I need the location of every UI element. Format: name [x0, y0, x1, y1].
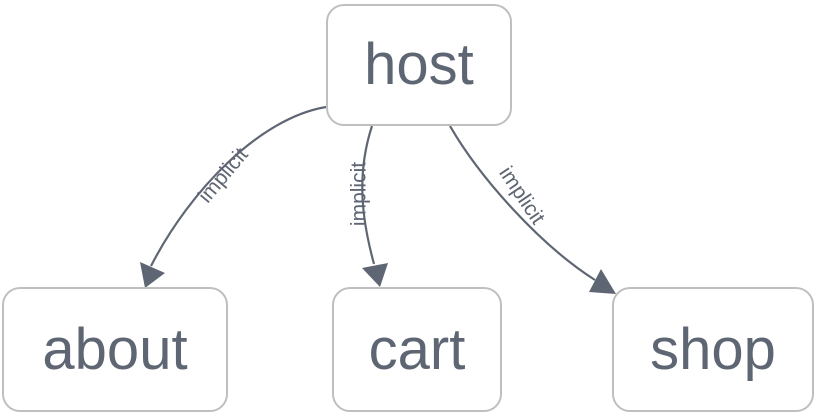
edge-host-shop-arrowhead — [589, 269, 616, 294]
edge-label-host-about: implicit — [194, 143, 253, 207]
node-about[interactable]: about — [2, 287, 228, 412]
edge-host-about[interactable] — [140, 105, 327, 288]
edge-host-cart[interactable] — [361, 125, 388, 287]
edge-host-cart-arrowhead — [362, 263, 388, 287]
node-host[interactable]: host — [326, 4, 512, 126]
edge-host-about-path — [150, 105, 327, 267]
edge-label-host-cart: implicit — [348, 162, 371, 226]
edge-host-about-arrowhead — [140, 262, 165, 288]
node-cart[interactable]: cart — [332, 287, 502, 412]
edge-host-shop[interactable] — [449, 125, 616, 294]
edge-labels-layer: implicit implicit implicit — [194, 143, 550, 228]
node-cart-label: cart — [368, 316, 466, 382]
node-shop-label: shop — [650, 316, 776, 382]
edge-host-cart-path — [361, 125, 376, 265]
node-about-label: about — [42, 316, 188, 382]
node-shop[interactable]: shop — [612, 287, 814, 412]
node-host-label: host — [364, 32, 474, 97]
edge-host-shop-path — [449, 125, 596, 281]
